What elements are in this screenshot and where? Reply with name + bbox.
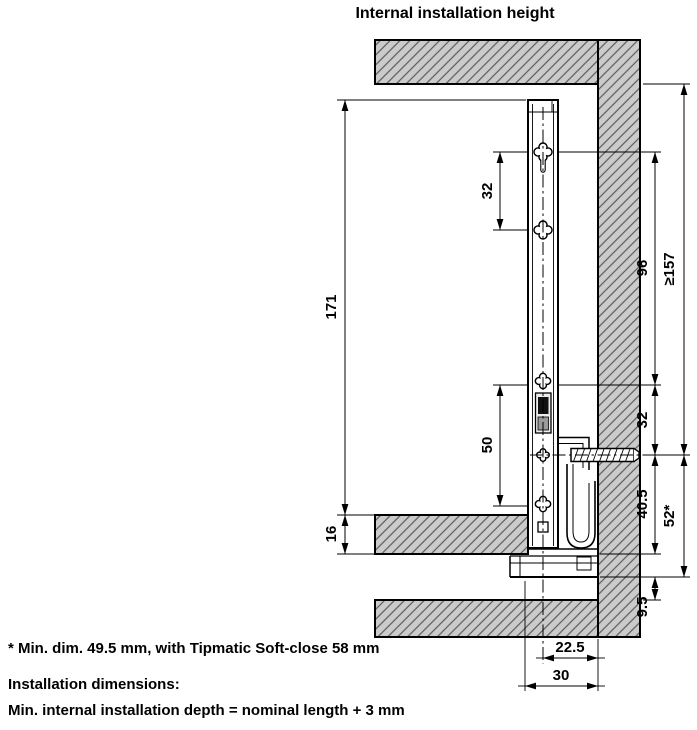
dimension-labels: 171 16 32 50 96 32 40.5 9.5 ≥157 52* 22.… (323, 183, 678, 684)
dim-label-9-5: 9.5 (634, 597, 651, 618)
installation-dimensions-heading: Installation dimensions: (8, 676, 180, 693)
dim-label-32-top: 32 (479, 183, 496, 200)
bottom-runner (509, 548, 599, 578)
cabinet-top-panel (374, 39, 599, 85)
dim-label-30: 30 (553, 667, 570, 684)
panels (374, 39, 641, 638)
keyhole-slot (540, 160, 546, 173)
dim-label-32-right: 32 (634, 412, 651, 429)
drawer-side-profile (527, 99, 559, 549)
center-lines (530, 107, 650, 664)
dim-label-22-5: 22.5 (555, 639, 584, 656)
dim-label-16: 16 (323, 526, 340, 543)
dim-label-171: 171 (323, 294, 340, 319)
installation-dimensions-detail: Min. internal installation depth = nomin… (8, 702, 405, 719)
drawer-bottom-panel (374, 514, 529, 555)
cabinet-side-panel (597, 39, 641, 638)
dim-label-50: 50 (479, 437, 496, 454)
dim-label-40-5: 40.5 (634, 489, 651, 518)
dim-label-52: 52* (661, 505, 678, 528)
hook-detail (576, 556, 592, 571)
dim-label-96: 96 (634, 260, 651, 277)
rear-hook (566, 464, 596, 549)
dimension-lines (341, 84, 688, 690)
dim-label-157: ≥157 (661, 252, 678, 285)
page-title: Internal installation height (355, 5, 555, 22)
cabinet-bottom-panel (374, 599, 599, 638)
footnote: * Min. dim. 49.5 mm, with Tipmatic Soft-… (8, 640, 380, 657)
